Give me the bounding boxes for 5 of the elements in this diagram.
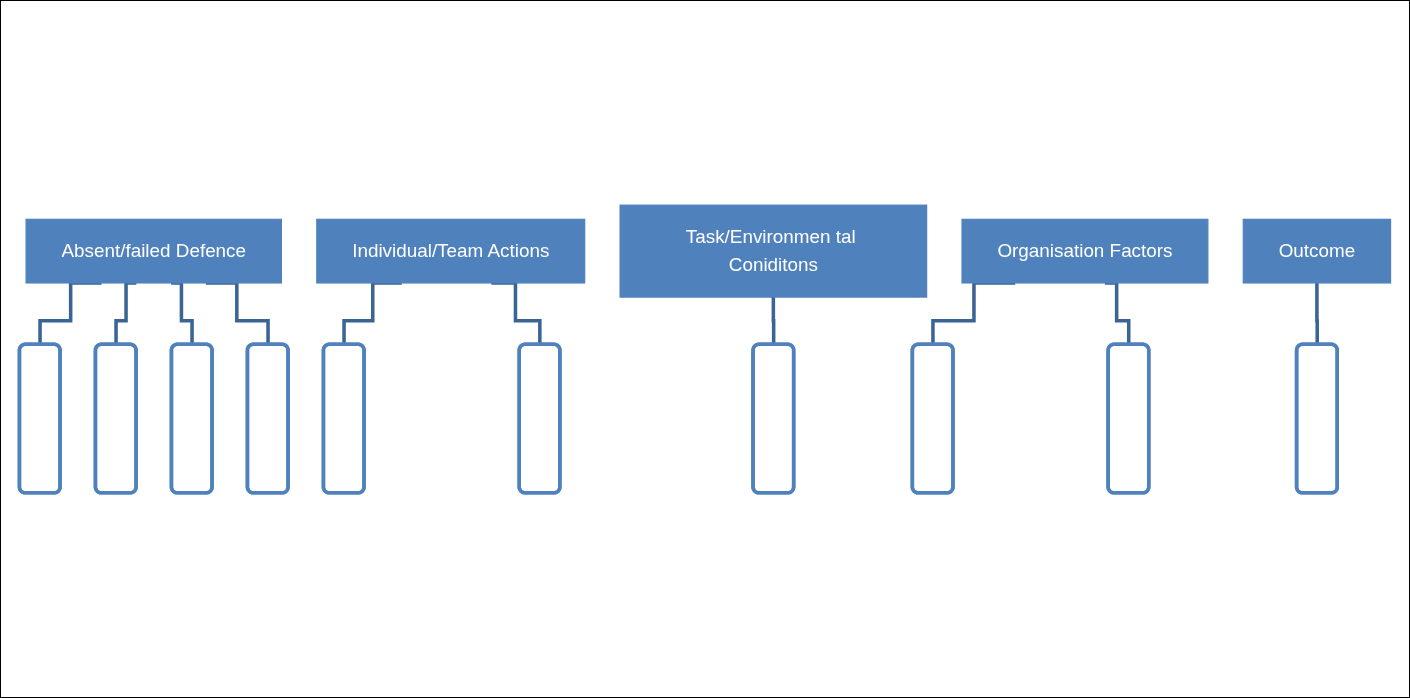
node-box: Organisation Factors [961,218,1209,284]
node-box: Outcome [1242,218,1392,284]
node-box: Task/Environmen tal Coniditons [619,204,928,298]
node-box: Individual/Team Actions [316,218,586,284]
node-box: Absent/failed Defence [25,218,282,284]
